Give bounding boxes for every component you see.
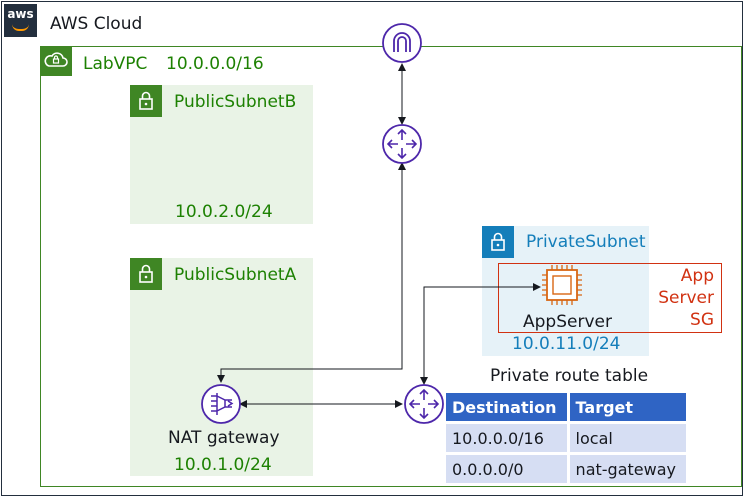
route-destination: 10.0.0.0/16 (446, 424, 567, 452)
table-row: 0.0.0.0/0 nat-gateway (446, 455, 686, 483)
internet-gateway-icon (382, 23, 422, 63)
vpc-cloud-icon (40, 46, 72, 76)
private-subnet-label: PrivateSubnet (526, 232, 646, 252)
public-subnet-a-cidr: 10.0.1.0/24 (174, 455, 272, 475)
table-header-row: Destination Target (446, 393, 686, 421)
vpc-label: LabVPC (83, 54, 148, 74)
nat-gateway-label: NAT gateway (168, 428, 280, 448)
route-table-title: Private route table (490, 366, 649, 386)
lock-icon (130, 258, 162, 290)
router-nat-connector (217, 162, 406, 383)
router-appserver-connector (420, 283, 541, 385)
route-table: Destination Target 10.0.0.0/16 local 0.0… (446, 390, 686, 486)
ec2-instance-icon (542, 265, 582, 305)
column-header-target: Target (566, 393, 686, 421)
vpc-cidr: 10.0.0.0/16 (166, 54, 264, 74)
table-row: 10.0.0.0/16 local (446, 424, 686, 452)
public-subnet-b-label: PublicSubnetB (174, 92, 297, 112)
lock-icon (482, 226, 514, 258)
app-server-label: AppServer (523, 312, 612, 332)
route-target: nat-gateway (566, 455, 686, 483)
router-icon (404, 384, 444, 424)
router-icon (382, 124, 422, 164)
security-group-label: App Server SG (658, 266, 714, 330)
aws-logo-icon: aws (4, 4, 37, 37)
nat-gateway-icon (201, 384, 241, 424)
lock-icon (130, 85, 162, 117)
route-destination: 0.0.0.0/0 (446, 455, 567, 483)
route-target: local (566, 424, 686, 452)
column-header-destination: Destination (446, 393, 567, 421)
aws-cloud-label: AWS Cloud (50, 14, 143, 34)
